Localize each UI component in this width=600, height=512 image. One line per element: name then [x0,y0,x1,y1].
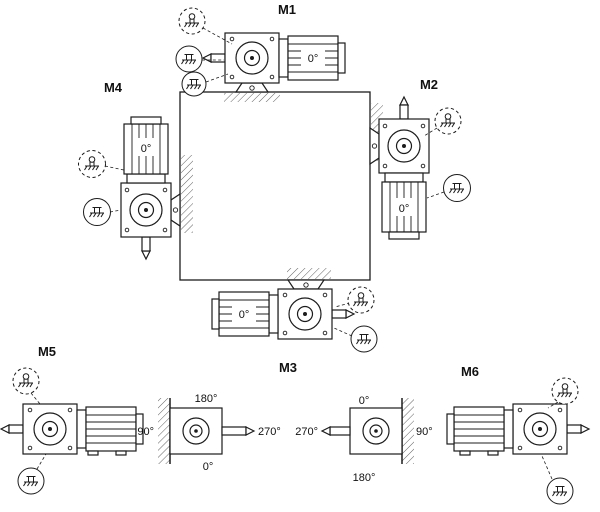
angle-left-m6: 270° [295,426,318,438]
mounting-surface-hatch-top [224,93,280,102]
angle-top-m6: 0° [359,395,370,407]
gearmotor-m2: 0° [345,96,430,240]
gearmotor-m6 [446,403,590,488]
gearmotor-drawing-m1 [202,32,346,117]
m5-orientation-unit: 90° 180° 270° 0° [137,393,280,473]
symbols-m6 [541,377,579,505]
position-label-m4: M4 [104,80,123,95]
position-label-m5: M5 [38,344,56,359]
symbols-m2 [423,107,471,202]
frame-outline [179,91,371,281]
gearmotor-drawing-m6 [446,403,590,488]
symbols-m4 [78,150,125,226]
mounting-surface-hatch-bottom [287,268,331,279]
angle-label-m3: 0° [239,309,250,321]
wall-hatch-m5 [158,398,170,464]
position-label-m6: M6 [461,364,479,379]
angle-label-m2: 0° [399,203,410,215]
gearmotor-drawing-m3 [211,255,355,340]
mounting-surface-hatch-left [181,155,193,233]
gearmotor-m4: 0° [120,116,205,260]
output-shaft-m6 [329,426,351,436]
position-label-m2: M2 [420,77,438,92]
position-label-m3: M3 [279,360,297,375]
angle-right-m6: 90° [416,426,433,438]
machine-frame [179,91,383,281]
gearmotor-drawing-m2 [345,96,430,240]
angle-right-m5: 270° [258,426,281,438]
angle-bottom-m6: 180° [353,472,376,484]
output-shaft-m5 [221,426,247,436]
symbols-m1 [175,7,233,97]
angle-label-m4: 0° [141,143,152,155]
angle-bottom-m5: 0° [203,461,214,473]
m6-orientation-unit: 0° 270° 90° 180° [295,395,432,484]
position-label-m1: M1 [278,2,296,17]
angle-top-m5: 180° [195,393,218,405]
symbols-m5 [12,367,47,495]
gearmotor-m5 [0,403,144,488]
angle-left-m5: 90° [137,426,154,438]
gearmotor-m3: 0° [211,255,355,340]
angle-label-m1: 0° [308,53,319,65]
wall-hatch-m6 [402,398,414,464]
symbols-m3 [333,286,378,353]
gearmotor-m1: 0° [202,32,346,117]
